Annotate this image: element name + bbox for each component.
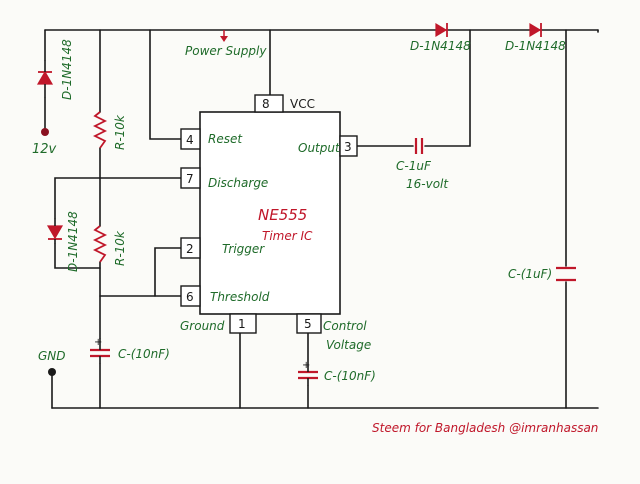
supply-node: [41, 128, 49, 136]
ic-body: [199, 111, 341, 315]
cap-control: +: [298, 360, 318, 386]
wires: [44, 29, 599, 409]
pin-6-number: 6: [186, 290, 194, 304]
pin-3-box: [339, 135, 358, 157]
pin-4-box: [180, 128, 201, 150]
ic-subtitle: Timer IC: [262, 229, 313, 243]
ic-name: NE555: [258, 206, 307, 224]
supply-voltage-label: 12v: [32, 142, 57, 157]
power-supply-arrow: [220, 30, 228, 42]
pin-8-box: [254, 94, 284, 113]
pin-4-number: 4: [186, 133, 194, 147]
cap-right: [556, 266, 576, 282]
resistor-mid-label: R-10k: [113, 230, 127, 266]
pin-1-box: [229, 313, 257, 334]
pin-5-box: [296, 313, 322, 334]
power-supply-label: Power Supply: [185, 44, 267, 58]
svg-text:+: +: [94, 337, 102, 348]
pin-7-name: Discharge: [208, 176, 268, 190]
cap-output-voltage-label: 16-volt: [406, 177, 449, 191]
resistor-top: [92, 111, 108, 149]
cap-output: [414, 138, 424, 154]
pin-3-number: 3: [344, 140, 352, 154]
output-wire-2: [424, 29, 471, 147]
svg-text:+: +: [302, 360, 310, 371]
pin-8-number: 8: [262, 97, 270, 111]
pin-6-box: [180, 285, 201, 307]
cap-control-label: C-(10nF): [324, 369, 376, 383]
signature: Steem for Bangladesh @imranhassan: [372, 421, 598, 435]
pin-2-name: Trigger: [222, 242, 265, 256]
gnd-label: GND: [38, 349, 66, 363]
pin-7-box: [180, 167, 201, 189]
trigger-wire: [154, 247, 182, 297]
ne555-ic: 8 4 7 2 6 1 5 3 VCC Reset Discharge Trig…: [180, 94, 371, 352]
diode-mid-label: D-1N4148: [66, 211, 80, 272]
diode-top-2: [529, 22, 542, 38]
pin-7-number: 7: [186, 172, 194, 186]
gnd-node: [48, 368, 56, 376]
diode-top-1: [435, 22, 448, 38]
pin-2-number: 2: [186, 242, 194, 256]
cap-output-label: C-1uF: [396, 159, 432, 173]
cap-timing-label: C-(10nF): [118, 347, 170, 361]
resistor-top-label: R-10k: [113, 114, 127, 150]
reset-wire: [149, 29, 182, 140]
cap-right-label: C-(1uF): [508, 267, 552, 281]
pin-6-name: Threshold: [210, 290, 270, 304]
pin-5-name: Control: [323, 319, 367, 333]
pin-5-name-line2: Voltage: [326, 338, 371, 352]
diode-left-label: D-1N4148: [60, 39, 74, 100]
pin-5-number: 5: [304, 317, 312, 331]
diode-bypass-wire-2: [54, 243, 101, 269]
diode-top-1-label: D-1N4148: [410, 39, 471, 53]
pin-1-name: Ground: [180, 319, 225, 333]
pin-3-name: Output: [298, 141, 341, 155]
pin-1-number: 1: [238, 317, 246, 331]
resistor-mid: [92, 225, 108, 263]
diode-bypass-wire: [54, 177, 101, 219]
pin-4-name: Reset: [208, 132, 243, 146]
cap-timing: +: [90, 337, 110, 364]
diode-mid: [46, 218, 64, 244]
pin-8-name: VCC: [290, 97, 315, 111]
diode-top-2-label: D-1N4148: [505, 39, 566, 53]
pin-2-box: [180, 237, 201, 259]
diode-left: [36, 60, 54, 98]
